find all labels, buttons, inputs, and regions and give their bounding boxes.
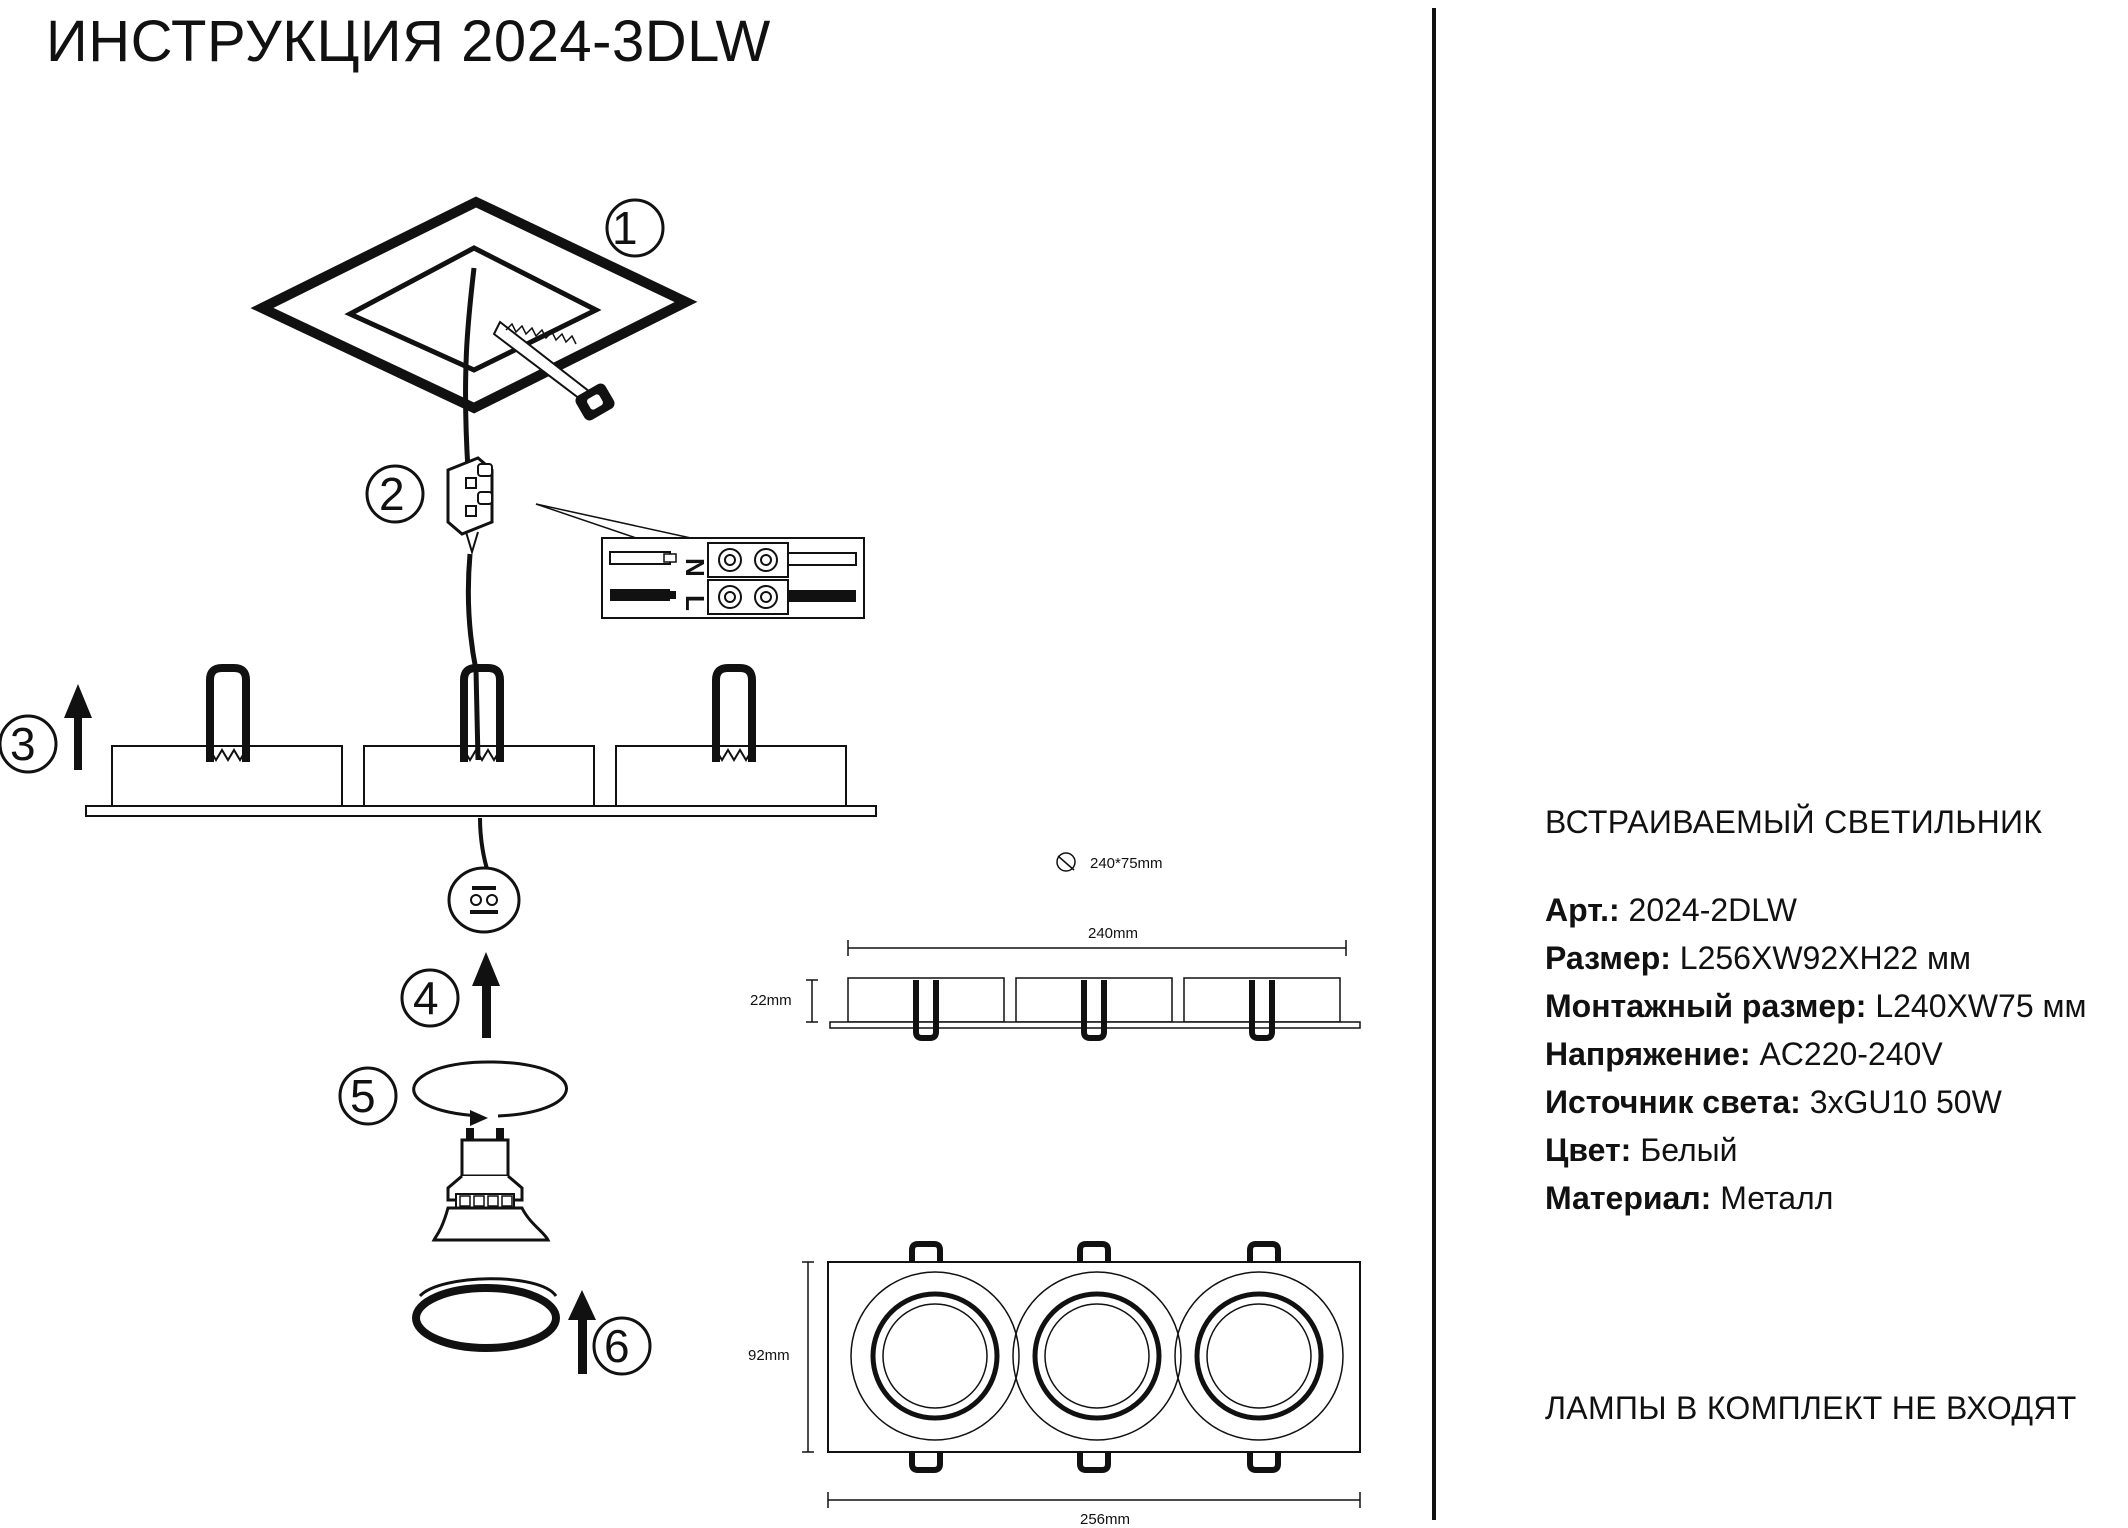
spec-row-color: Цвет: Белый bbox=[1545, 1130, 1738, 1170]
neutral-label: N bbox=[680, 558, 710, 577]
spec-value: L256XW92XH22 мм bbox=[1679, 940, 1972, 976]
spec-label: Источник света: bbox=[1545, 1084, 1801, 1120]
spec-row-size: Размер: L256XW92XH22 мм bbox=[1545, 938, 1971, 978]
dimension-length-256: 256mm bbox=[1080, 1511, 1130, 1528]
spec-value: L240XW75 мм bbox=[1875, 988, 2087, 1024]
step-number-1: 1 bbox=[612, 202, 638, 254]
saw-icon bbox=[492, 320, 615, 421]
installation-diagram: 1 2 N L 3 bbox=[0, 196, 1361, 1528]
spec-label: Монтажный размер: bbox=[1545, 988, 1867, 1024]
spec-value: Металл bbox=[1720, 1180, 1834, 1216]
step-number-5: 5 bbox=[350, 1070, 376, 1122]
up-arrow-icon bbox=[472, 952, 500, 1038]
cutout-size-icon bbox=[1056, 852, 1076, 872]
wiring-detail: N L bbox=[601, 537, 865, 619]
spec-row-light-source: Источник света: 3xGU10 50W bbox=[1545, 1082, 2002, 1122]
page-title: ИНСТРУКЦИЯ 2024-3DLW bbox=[46, 9, 771, 74]
spec-value: 2024-2DLW bbox=[1628, 892, 1797, 928]
step-number-4: 4 bbox=[413, 972, 439, 1024]
cutout-size-label: 240*75mm bbox=[1090, 855, 1163, 872]
spec-row-voltage: Напряжение: AC220-240V bbox=[1545, 1034, 1943, 1074]
retaining-ring-illustration bbox=[412, 1277, 560, 1352]
dimension-width-92: 92mm bbox=[748, 1347, 790, 1364]
live-label: L bbox=[680, 595, 710, 611]
gu10-lamp-illustration bbox=[431, 1128, 551, 1242]
step-number-2: 2 bbox=[379, 468, 405, 520]
side-view-drawing bbox=[806, 940, 1361, 1041]
product-type: ВСТРАИВАЕМЫЙ СВЕТИЛЬНИК bbox=[1545, 804, 2043, 840]
spec-value: AC220-240V bbox=[1759, 1036, 1943, 1072]
terminal-block-illustration bbox=[446, 456, 701, 671]
dimension-length-240: 240mm bbox=[1088, 925, 1138, 942]
top-view-drawing bbox=[802, 1241, 1361, 1508]
gu10-socket-illustration bbox=[447, 866, 521, 934]
ceiling-cutout-illustration bbox=[250, 196, 698, 471]
step-number-6: 6 bbox=[604, 1320, 630, 1372]
up-arrow-icon bbox=[64, 684, 92, 770]
spec-label: Размер: bbox=[1545, 940, 1671, 976]
spec-label: Материал: bbox=[1545, 1180, 1712, 1216]
vertical-divider bbox=[1432, 8, 1436, 1520]
spec-row-mount-size: Монтажный размер: L240XW75 мм bbox=[1545, 986, 2087, 1026]
spec-label: Арт.: bbox=[1545, 892, 1620, 928]
lamps-not-included-note: ЛАМПЫ В КОМПЛЕКТ НЕ ВХОДЯТ bbox=[1545, 1390, 2077, 1426]
spec-label: Цвет: bbox=[1545, 1132, 1632, 1168]
spec-value: 3xGU10 50W bbox=[1809, 1084, 2002, 1120]
rotate-icon bbox=[412, 1060, 568, 1126]
spec-value: Белый bbox=[1640, 1132, 1738, 1168]
fixture-body-illustration bbox=[85, 664, 877, 873]
step-number-3: 3 bbox=[10, 718, 36, 770]
spec-label: Напряжение: bbox=[1545, 1036, 1751, 1072]
spec-row-article: Арт.: 2024-2DLW bbox=[1545, 890, 1797, 930]
spec-row-material: Материал: Металл bbox=[1545, 1178, 1833, 1218]
dimension-height-22: 22mm bbox=[750, 992, 792, 1009]
up-arrow-icon bbox=[568, 1290, 596, 1374]
